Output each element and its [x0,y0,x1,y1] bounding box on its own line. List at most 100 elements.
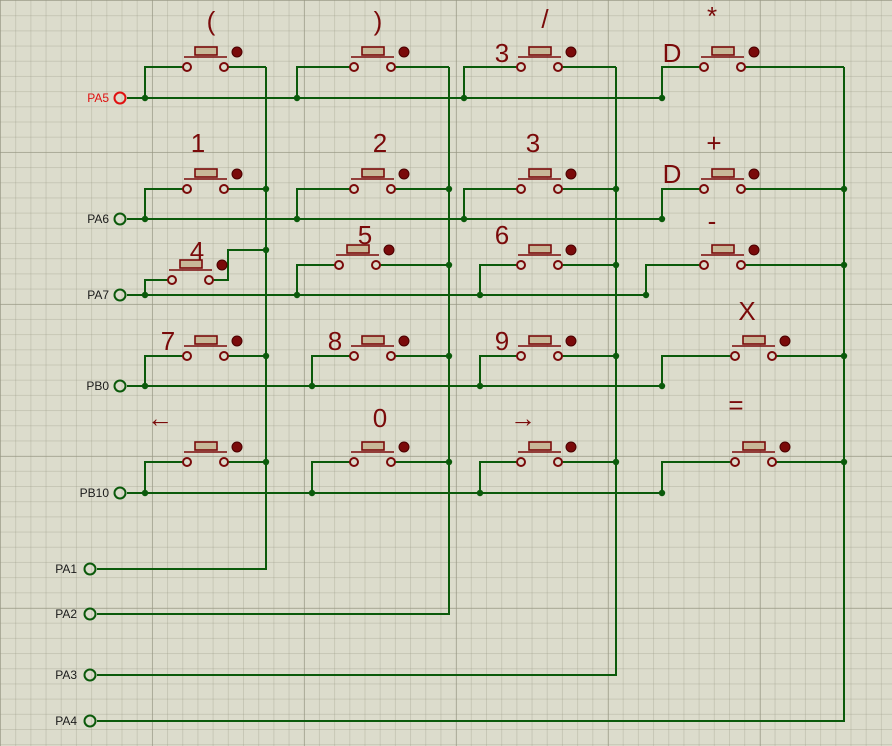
junction-dot [840,352,848,360]
push-button[interactable] [334,244,395,270]
buttons-layer [167,46,791,467]
pin-pb10-terminal[interactable] [113,486,127,500]
junction-dot [262,352,270,360]
pin-pa4-terminal[interactable] [83,714,97,728]
pin-pa6-terminal[interactable] [113,212,127,226]
key-label-r2-c2: 6 [495,220,509,250]
button-lead-in [144,461,183,493]
column-bus-pa2 [97,67,450,615]
junction-dot [293,94,301,102]
junction-dot [476,489,484,497]
pin-pa5-terminal[interactable] [113,91,127,105]
push-button[interactable] [699,46,760,72]
key-label-r2-c3: - [708,206,717,236]
key-label-r4-c1: 0 [373,403,387,433]
junction-dot [445,261,453,269]
push-button[interactable] [182,46,243,72]
pin-pb0-terminal[interactable] [113,379,127,393]
junction-dot [262,185,270,193]
column-bus-pa1 [97,67,267,570]
push-button[interactable] [699,168,760,194]
button-lead-in [144,355,183,386]
push-button[interactable] [182,441,243,467]
junction-dot [476,382,484,390]
key-label-r3-c1: 8 [328,326,342,356]
push-button[interactable] [349,46,410,72]
junctions-layer [141,94,848,497]
key-label-r4-c3: = [728,390,743,420]
button-lead-in [144,66,183,98]
pin-pa2-terminal[interactable] [83,607,97,621]
button-lead-in [479,355,517,386]
push-button[interactable] [516,335,577,361]
pin-pa7-label: PA7 [87,288,109,302]
junction-dot [308,382,316,390]
push-button[interactable] [349,168,410,194]
push-button[interactable] [516,46,577,72]
pin-pa3-label: PA3 [55,668,77,682]
junction-dot [642,291,650,299]
push-button[interactable] [516,244,577,270]
key-label-r1-c0: 1 [191,128,205,158]
push-button[interactable] [349,335,410,361]
push-button[interactable] [516,168,577,194]
junction-dot [658,382,666,390]
junction-dot [141,94,149,102]
push-button[interactable] [730,441,791,467]
button-lead-in [645,264,700,295]
button-lead-in [144,279,168,295]
pin-pa1-terminal[interactable] [83,562,97,576]
junction-dot [293,291,301,299]
junction-dot [141,489,149,497]
push-button[interactable] [349,441,410,467]
button-lead-in [296,264,335,295]
button-lead-in [296,66,350,98]
button-lead-in [144,188,183,219]
junction-dot [141,382,149,390]
pin-pa7-terminal[interactable] [113,288,127,302]
button-lead-in [479,461,517,493]
junction-dot [612,261,620,269]
junction-dot [658,489,666,497]
push-button[interactable] [730,335,791,361]
junction-dot [612,352,620,360]
key-label-r4-c0: ← [147,403,173,433]
key-label-r1-c3: + [706,128,721,158]
wires-layer [97,66,845,722]
junction-dot [141,215,149,223]
junction-dot [445,352,453,360]
push-button[interactable] [167,259,228,285]
button-lead-in [661,66,700,98]
column-bus-pa3 [97,67,617,676]
junction-dot [612,185,620,193]
push-button[interactable] [699,244,760,270]
key-label-r1-c2: 3 [526,128,540,158]
junction-dot [262,458,270,466]
junction-dot [293,215,301,223]
junction-dot [658,215,666,223]
push-button[interactable] [182,335,243,361]
push-button[interactable] [516,441,577,467]
junction-dot [141,291,149,299]
junction-dot [445,185,453,193]
junction-dot [308,489,316,497]
button-lead-in [311,461,350,493]
pin-pa1-label: PA1 [55,562,77,576]
button-lead-in [479,264,517,295]
key-label-r1-c3-alt: D [663,159,682,189]
button-lead-in [463,66,517,98]
pin-pa6-label: PA6 [87,212,109,226]
pin-pa3-terminal[interactable] [83,668,97,682]
key-label-r3-c2: 9 [495,326,509,356]
junction-dot [445,458,453,466]
junction-dot [476,291,484,299]
junction-dot [262,246,270,254]
button-lead-in [311,355,350,386]
junction-dot [658,94,666,102]
key-label-r0-c1: ) [374,6,383,36]
key-label-r1-c1: 2 [373,128,387,158]
key-label-r0-c2: / [541,4,549,34]
button-lead-in [661,188,700,219]
push-button[interactable] [182,168,243,194]
